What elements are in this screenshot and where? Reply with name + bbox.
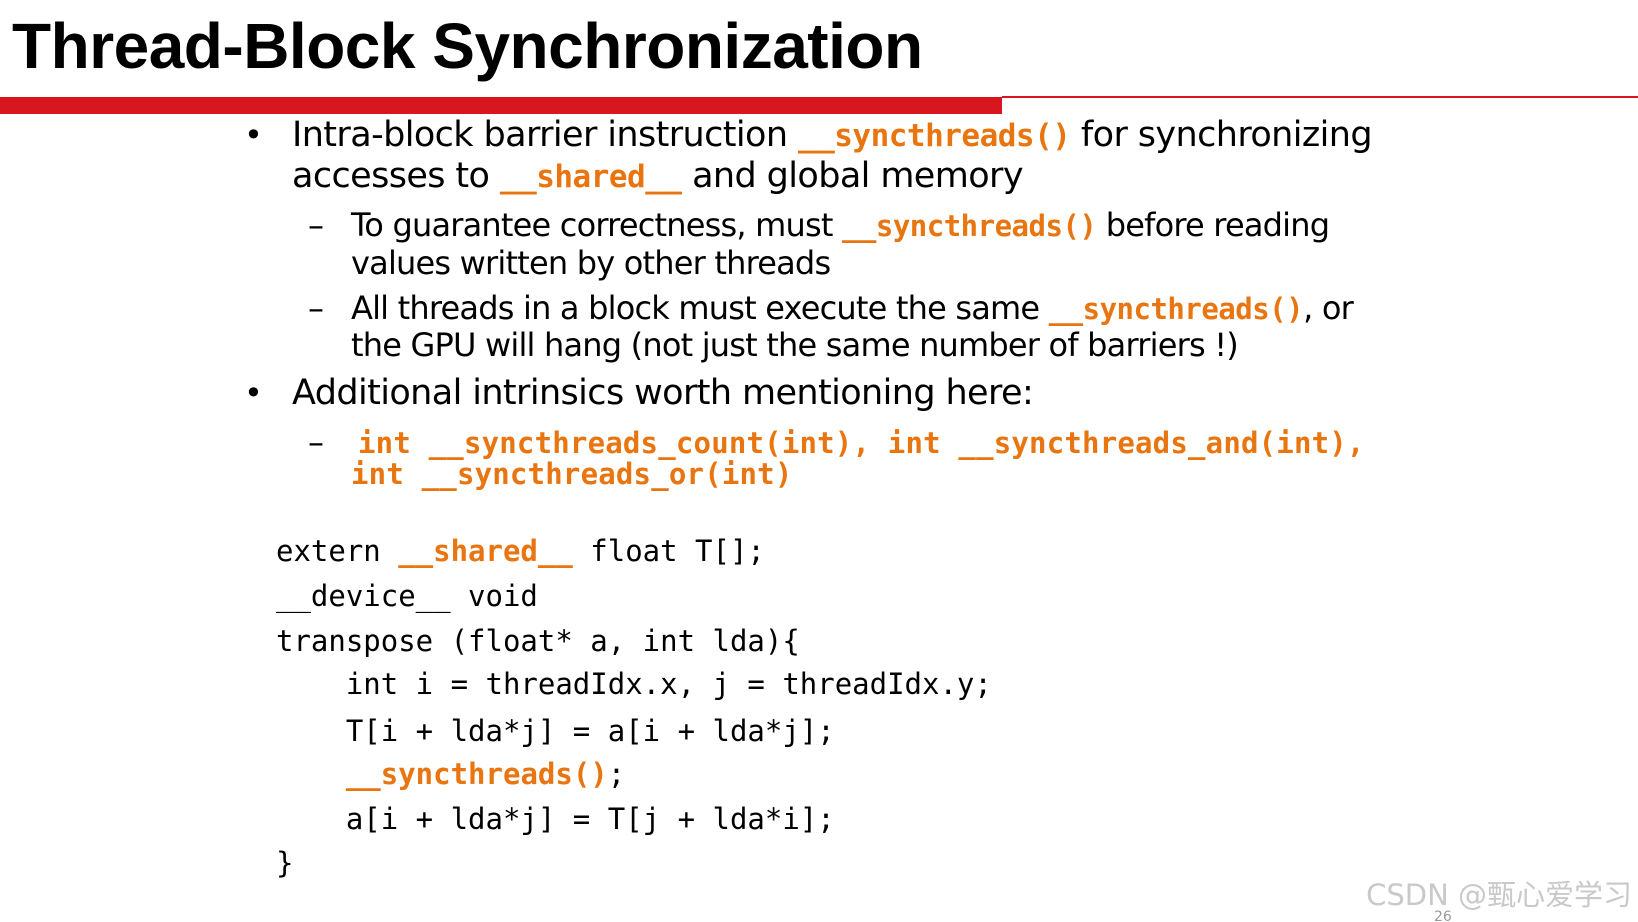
bullet-1-text-b: for synchronizing bbox=[1070, 115, 1373, 155]
page-number: 26 bbox=[1434, 909, 1452, 922]
code-indent bbox=[276, 757, 346, 791]
bullet-1-text-c: accesses to bbox=[292, 156, 500, 196]
code-line-1: extern __shared__ float T[]; bbox=[276, 528, 765, 574]
intrinsics-line-1: int __syncthreads_count(int), int __sync… bbox=[358, 426, 1365, 460]
bullet-marker-2: • bbox=[244, 374, 263, 412]
sub-bullet-2-text-a: All threads in a block must execute the … bbox=[351, 289, 1049, 327]
intrinsics-line-2: int __syncthreads_or(int) bbox=[351, 457, 793, 491]
code-line-4: int i = threadIdx.x, j = threadIdx.y; bbox=[276, 667, 992, 701]
syncthreads-code: __syncthreads() bbox=[841, 209, 1097, 243]
sub-bullet-1-line-2: values written by other threads bbox=[351, 244, 831, 282]
syncthreads-keyword: __syncthreads() bbox=[345, 757, 608, 791]
sub-bullet-marker-2: – bbox=[308, 289, 324, 327]
bullet-1-line-1: Intra-block barrier instruction __syncth… bbox=[292, 114, 1373, 157]
csdn-watermark: CSDN @甄心爱学习 bbox=[1366, 878, 1632, 912]
bullet-1-line-2: accesses to __shared__ and global memory bbox=[292, 155, 1024, 198]
code-line-8: } bbox=[276, 846, 294, 880]
code-line-5: T[i + lda*j] = a[i + lda*j]; bbox=[276, 714, 835, 748]
syncthreads-code: __syncthreads() bbox=[1048, 292, 1304, 326]
title-underline-thin bbox=[1002, 96, 1638, 98]
code-line-2: __device__ void bbox=[276, 579, 538, 613]
slide-title: Thread-Block Synchronization bbox=[12, 10, 923, 82]
bullet-1-text-a: Intra-block barrier instruction bbox=[292, 115, 798, 155]
sub-bullet-2-line-2: the GPU will hang (not just the same num… bbox=[351, 326, 1239, 364]
syncthreads-code: __syncthreads() bbox=[797, 118, 1071, 154]
sub-bullet-1-text-b: before reading bbox=[1096, 206, 1330, 244]
sub-bullet-1-line-1: To guarantee correctness, must __syncthr… bbox=[351, 205, 1330, 246]
code-token: float T[]; bbox=[572, 534, 765, 568]
code-token: extern bbox=[276, 534, 399, 568]
bullet-marker-1: • bbox=[244, 116, 263, 154]
code-line-6: __syncthreads(); bbox=[276, 751, 625, 797]
sub-bullet-marker-3: – bbox=[308, 423, 324, 461]
shared-code: __shared__ bbox=[499, 159, 682, 195]
title-underline-thick bbox=[0, 97, 1002, 114]
bullet-1-text-d: and global memory bbox=[681, 156, 1023, 196]
code-line-3: transpose (float* a, int lda){ bbox=[276, 624, 800, 658]
code-token: ; bbox=[607, 757, 626, 791]
shared-keyword: __shared__ bbox=[398, 534, 573, 568]
bullet-2-line-1: Additional intrinsics worth mentioning h… bbox=[292, 373, 1034, 413]
sub-bullet-2-line-1: All threads in a block must execute the … bbox=[351, 288, 1354, 329]
sub-bullet-1-text-a: To guarantee correctness, must bbox=[351, 206, 842, 244]
code-line-7: a[i + lda*j] = T[j + lda*i]; bbox=[276, 802, 835, 836]
sub-bullet-marker-1: – bbox=[308, 206, 324, 244]
sub-bullet-2-text-b: , or bbox=[1303, 289, 1354, 327]
